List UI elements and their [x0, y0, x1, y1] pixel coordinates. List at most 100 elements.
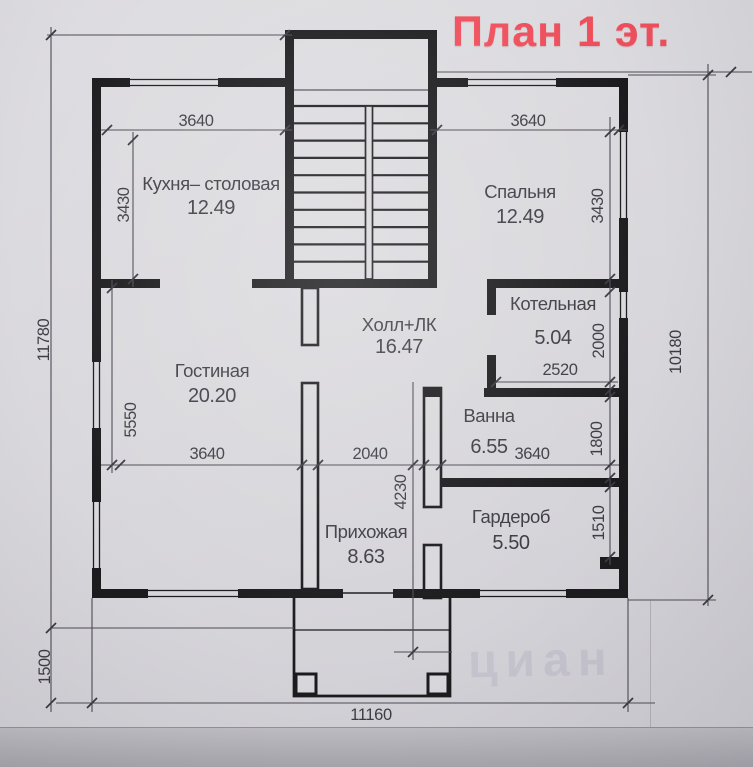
dimension-lines	[45, 27, 752, 712]
room-area-kitchen-dining: 12.49	[187, 197, 235, 219]
dimension-tick	[106, 282, 118, 294]
wall	[92, 78, 130, 87]
wall	[292, 589, 343, 598]
wall	[556, 78, 628, 87]
wall	[393, 589, 452, 598]
partition-wall	[300, 381, 320, 591]
room-area-boiler-room: 5.04	[534, 327, 572, 349]
dimension-tick	[604, 126, 616, 138]
dimension-tick	[114, 459, 126, 471]
dimension-tick	[604, 472, 616, 484]
room-label-living-room: Гостиная	[175, 360, 249, 381]
dimension-tick	[431, 124, 443, 136]
wall	[452, 589, 480, 598]
dimension-label: 5550	[122, 402, 140, 437]
dimension-label: 3640	[510, 112, 545, 130]
porch-pillar	[294, 672, 318, 696]
room-label-hall-stairs: Холл+ЛК	[362, 314, 437, 335]
cian-watermark-text: циан	[467, 632, 616, 689]
room-label-kitchen-dining: Кухня– столовая	[142, 173, 280, 194]
dimension-tick	[407, 646, 419, 658]
dimension-tick	[490, 376, 502, 388]
room-area-bathroom: 6.55	[470, 436, 508, 458]
room-area-wardrobe: 5.50	[492, 532, 530, 554]
dimension-tick	[127, 134, 139, 146]
wall	[92, 279, 160, 288]
dimension-label: 3640	[514, 445, 549, 463]
dimension-tick	[86, 697, 98, 709]
dimension-tick	[613, 124, 625, 136]
wall	[285, 279, 437, 288]
wall	[484, 388, 628, 397]
dimension-tick	[604, 286, 616, 298]
dimension-tick	[604, 391, 616, 403]
dimension-tick	[279, 124, 291, 136]
dimension-label: 3640	[189, 445, 224, 463]
dimension-label: 2000	[590, 323, 608, 358]
wall	[487, 355, 496, 388]
photo-bottom-edge	[0, 727, 753, 767]
room-label-bedroom: Спальня	[484, 181, 556, 202]
wall	[428, 39, 437, 279]
porch	[292, 598, 452, 698]
dimension-label: 11780	[35, 318, 53, 361]
room-area-hall-stairs: 16.47	[375, 336, 423, 358]
dimension-tick	[279, 29, 291, 41]
hollow-walls	[300, 286, 443, 600]
dimension-label: 10180	[667, 330, 685, 374]
wall	[285, 30, 437, 39]
wall	[285, 39, 294, 279]
dimension-tick	[604, 459, 616, 471]
wall	[238, 589, 292, 598]
room-label-bathroom: Ванна	[463, 405, 515, 426]
wall	[92, 78, 101, 362]
dimension-tick	[101, 124, 113, 136]
dimension-label: 1500	[36, 649, 54, 684]
dimension-tick	[127, 273, 139, 285]
dimension-tick	[296, 459, 308, 471]
dimension-tick	[418, 459, 430, 471]
room-area-living-room: 20.20	[188, 385, 236, 407]
porch-pillar	[426, 672, 450, 696]
wall	[92, 428, 101, 502]
dimension-tick	[312, 459, 324, 471]
dimension-tick	[604, 551, 616, 563]
partition-wall	[300, 286, 320, 347]
wall	[487, 279, 628, 288]
wall	[437, 78, 468, 87]
dimension-tick	[45, 697, 57, 709]
photo-fold-line	[650, 600, 651, 727]
porch-outline	[292, 598, 452, 698]
dimension-label: 11160	[350, 706, 392, 724]
windows	[92, 78, 628, 598]
dimension-tick	[45, 29, 57, 41]
wall	[619, 218, 628, 292]
dimension-label: 1800	[588, 421, 606, 456]
room-label-hallway: Прихожая	[325, 521, 408, 542]
plan-title: План 1 эт.	[452, 8, 671, 56]
wall	[441, 478, 628, 487]
dimension-tick	[106, 459, 118, 471]
room-label-boiler-room: Котельная	[510, 293, 596, 314]
dimension-tick	[407, 459, 419, 471]
wall	[566, 589, 628, 598]
wall	[619, 318, 628, 598]
dimension-tick	[725, 66, 737, 78]
dimension-label: 2520	[542, 361, 577, 379]
wall	[619, 78, 628, 132]
room-area-hallway: 8.63	[347, 546, 385, 568]
dimension-label: 3430	[115, 187, 133, 222]
dimension-tick	[435, 459, 447, 471]
dimension-tick	[604, 481, 616, 493]
staircase	[294, 89, 428, 280]
dimension-label: 1510	[590, 505, 608, 540]
dimension-label: 3640	[178, 112, 213, 130]
wall	[92, 568, 101, 598]
wall	[218, 78, 288, 87]
wall	[600, 557, 628, 569]
dimension-tick	[702, 69, 714, 81]
dimension-tick	[702, 594, 714, 606]
cian-watermark: циан	[468, 630, 729, 690]
